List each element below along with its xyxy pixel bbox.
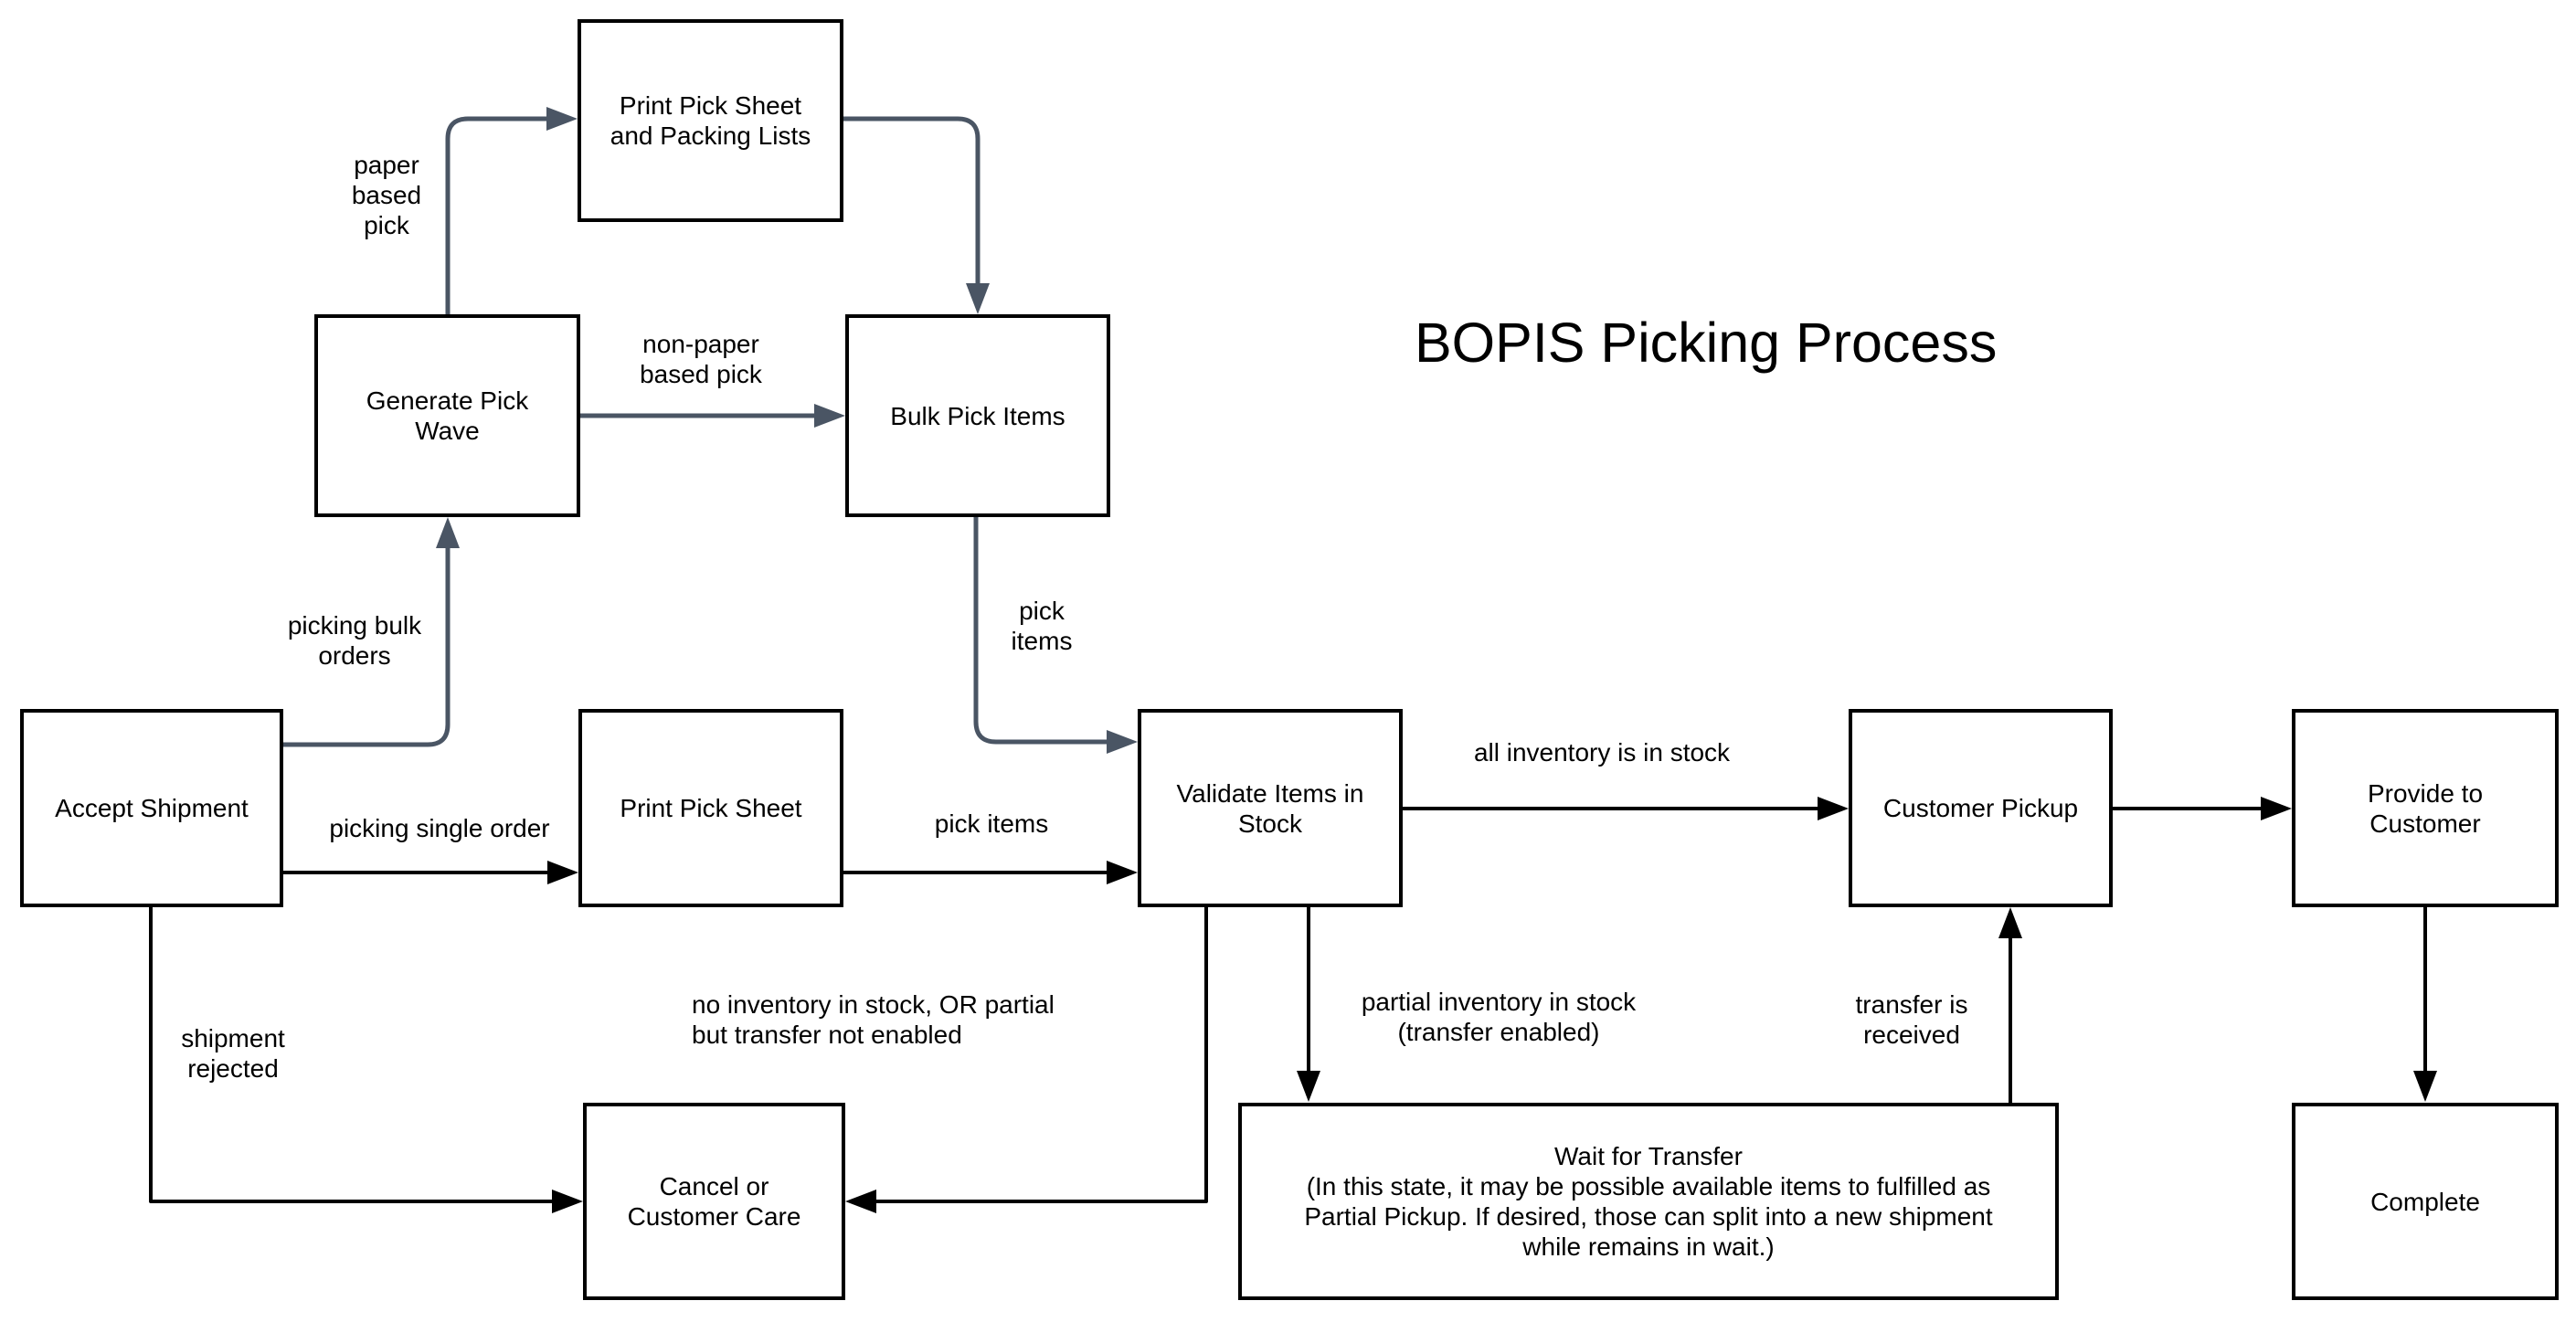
node-provide-to-customer[interactable]: Provide to Customer [2292,709,2559,907]
node-label: Generate Pick Wave [366,386,529,445]
node-label: Complete [2370,1187,2480,1216]
edge-transfer-received [1998,907,2022,1103]
node-label: Customer Pickup [1882,794,2079,822]
edge-packing-lists-to-bulk-pick [843,116,990,314]
edge-label-pick-items-single: pick items [934,809,1049,838]
edge-all-inventory-in-stock [1403,797,1849,820]
edge-label-pick-items-bulk: pick items [1011,597,1073,655]
node-customer-pickup[interactable]: Customer Pickup [1849,709,2113,907]
edge-partial-inventory [1297,907,1320,1102]
node-label: Provide to Customer [2367,778,2484,838]
edge-label-picking-bulk-orders: picking bulk orders [287,611,422,670]
edge-label-transfer-received: transfer is received [1855,990,1968,1049]
edge-pick-items-bulk [973,517,1138,754]
edge-label-picking-single-order: picking single order [329,814,550,842]
edge-label-shipment-rejected: shipment rejected [181,1024,285,1083]
node-label: Print Pick Sheet and Packing Lists [610,91,811,150]
node-label: Wait for Transfer (In this state, it may… [1304,1142,1993,1261]
node-generate-pick-wave[interactable]: Generate Pick Wave [314,314,580,517]
node-cancel-or-customer-care[interactable]: Cancel or Customer Care [583,1103,845,1300]
node-validate-items-in-stock[interactable]: Validate Items in Stock [1138,709,1403,907]
edge-paper-based-pick [445,107,578,314]
edge-picking-single-order [283,861,578,884]
edge-shipment-rejected [149,907,583,1213]
edge-label-non-paper-based-pick: non-paper based pick [640,330,762,388]
node-wait-for-transfer[interactable]: Wait for Transfer (In this state, it may… [1238,1103,2059,1300]
node-label: Bulk Pick Items [890,401,1065,430]
edge-label-no-inventory: no inventory in stock, OR partial but tr… [692,990,1055,1049]
node-complete[interactable]: Complete [2292,1103,2559,1300]
edge-non-paper-based-pick [580,404,845,428]
edge-pick-items-single [843,861,1138,884]
edge-label-all-inventory-in-stock: all inventory is in stock [1473,738,1731,767]
edge-pickup-to-provide [2113,797,2292,820]
edge-no-inventory [845,907,1208,1213]
edge-picking-bulk-orders [283,517,460,747]
node-accept-shipment[interactable]: Accept Shipment [20,709,283,907]
node-label: Cancel or Customer Care [627,1172,801,1231]
node-label: Print Pick Sheet [620,794,802,822]
edge-label-paper-based-pick: paper based pick [351,151,422,239]
edge-provide-to-complete [2413,907,2437,1102]
edge-label-partial-inventory: partial inventory in stock (transfer ena… [1361,988,1637,1046]
node-bulk-pick-items[interactable]: Bulk Pick Items [845,314,1110,517]
node-print-pick-sheet-and-packing-lists[interactable]: Print Pick Sheet and Packing Lists [578,19,843,222]
diagram-title: BOPIS Picking Process [1415,312,1998,374]
node-print-pick-sheet[interactable]: Print Pick Sheet [578,709,843,907]
node-label: Accept Shipment [55,794,249,822]
node-label: Validate Items in Stock [1176,778,1364,838]
